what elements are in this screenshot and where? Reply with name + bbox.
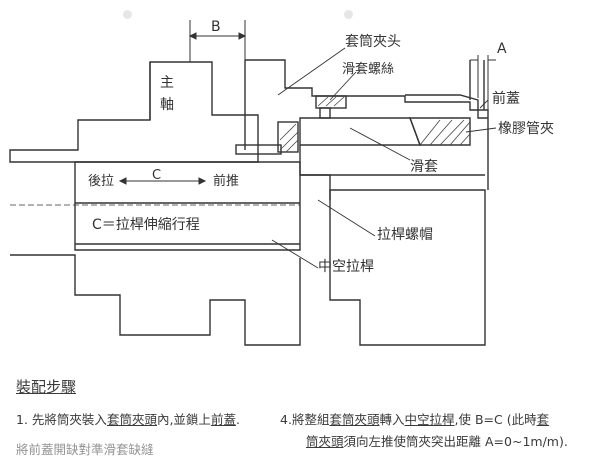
- label-rod-nut: 拉桿螺帽: [377, 227, 433, 243]
- main-spindle: [9, 61, 259, 163]
- step-4-text: 轉入: [379, 412, 405, 427]
- label-c: C: [152, 168, 162, 183]
- label-main-shaft: 軸: [160, 97, 174, 113]
- steps-row: 將前蓋開缺對準滑套缺縫 筒夾頭須向左推使筒夾突出距離 A=0~1m/m).: [14, 431, 594, 457]
- sliding-sleeve: [299, 117, 422, 146]
- step-1-term: 前蓋: [210, 412, 236, 427]
- label-rear-back: 後拉: [88, 174, 115, 189]
- hollow-draw-rod: [74, 161, 301, 251]
- label-hollow-rod: 中空拉桿: [318, 259, 374, 275]
- punch-hole: [123, 10, 132, 19]
- housing-right: [329, 189, 486, 346]
- step-2-partial: 將前蓋開缺對準滑套缺縫: [16, 439, 154, 458]
- collet-pad: [277, 121, 299, 153]
- step-4-text: 將整組: [291, 412, 330, 427]
- assembly-steps: 裝配步驟 1. 先將筒夾裝入套筒夾頭內,並鎖上前蓋. 4.將整組套筒夾頭轉入中空…: [14, 376, 594, 457]
- label-sleeve-collet: 套筒夾头: [345, 34, 401, 50]
- step-4-number: 4.: [280, 412, 292, 427]
- label-rubber-sleeve: 橡膠管夾: [498, 121, 554, 137]
- label-front-cover: 前蓋: [492, 91, 520, 107]
- label-main-shaft: 主: [160, 75, 174, 91]
- spindle-lower: [10, 254, 301, 346]
- label-sliding-sleeve: 滑套: [410, 159, 438, 175]
- step-4-continued: 筒夾頭須向左推使筒夾突出距離 A=0~1m/m).: [306, 431, 568, 450]
- dim-label-a: A: [497, 41, 507, 57]
- front-cover: [405, 94, 488, 119]
- collet-sleeve-body: [245, 59, 489, 190]
- step-1: 1. 先將筒夾裝入套筒夾頭內,並鎖上前蓋.: [16, 409, 240, 428]
- label-c-formula: C＝拉桿伸縮行程: [92, 217, 200, 233]
- step-4-text: 須向左推使筒夾突出距離 A=0~1m/m).: [343, 434, 568, 449]
- step-4-term: 套筒夾頭: [329, 412, 380, 427]
- steps-title: 裝配步驟: [16, 378, 77, 396]
- punch-hole: [344, 10, 353, 19]
- step-4-term: 中空拉桿: [404, 412, 455, 427]
- step-4: 4.將整組套筒夾頭轉入中空拉桿,使 B=C (此時套: [280, 409, 549, 428]
- step-4-text: ,使 B=C (此時: [454, 412, 537, 427]
- step-1-number: 1.: [16, 412, 28, 427]
- dim-label-b: B: [211, 19, 221, 35]
- collet-assembly-drawing: [9, 20, 497, 346]
- label-front-push: 前推: [213, 174, 240, 189]
- steps-row: 1. 先將筒夾裝入套筒夾頭內,並鎖上前蓋. 4.將整組套筒夾頭轉入中空拉桿,使 …: [14, 409, 594, 431]
- label-sliding-screw: 滑套螺絲: [342, 62, 395, 77]
- step-4-term: 套: [536, 412, 550, 427]
- sliding-screw: [315, 95, 347, 109]
- step-4-term: 筒夾頭: [306, 434, 344, 449]
- step-1-text: 先將筒夾裝入: [31, 412, 107, 427]
- step-1-text: .: [235, 412, 240, 427]
- step-1-term: 套筒夾頭: [106, 412, 157, 427]
- step-1-text: 內,並鎖上: [156, 412, 211, 427]
- rubber-collet: [408, 117, 471, 146]
